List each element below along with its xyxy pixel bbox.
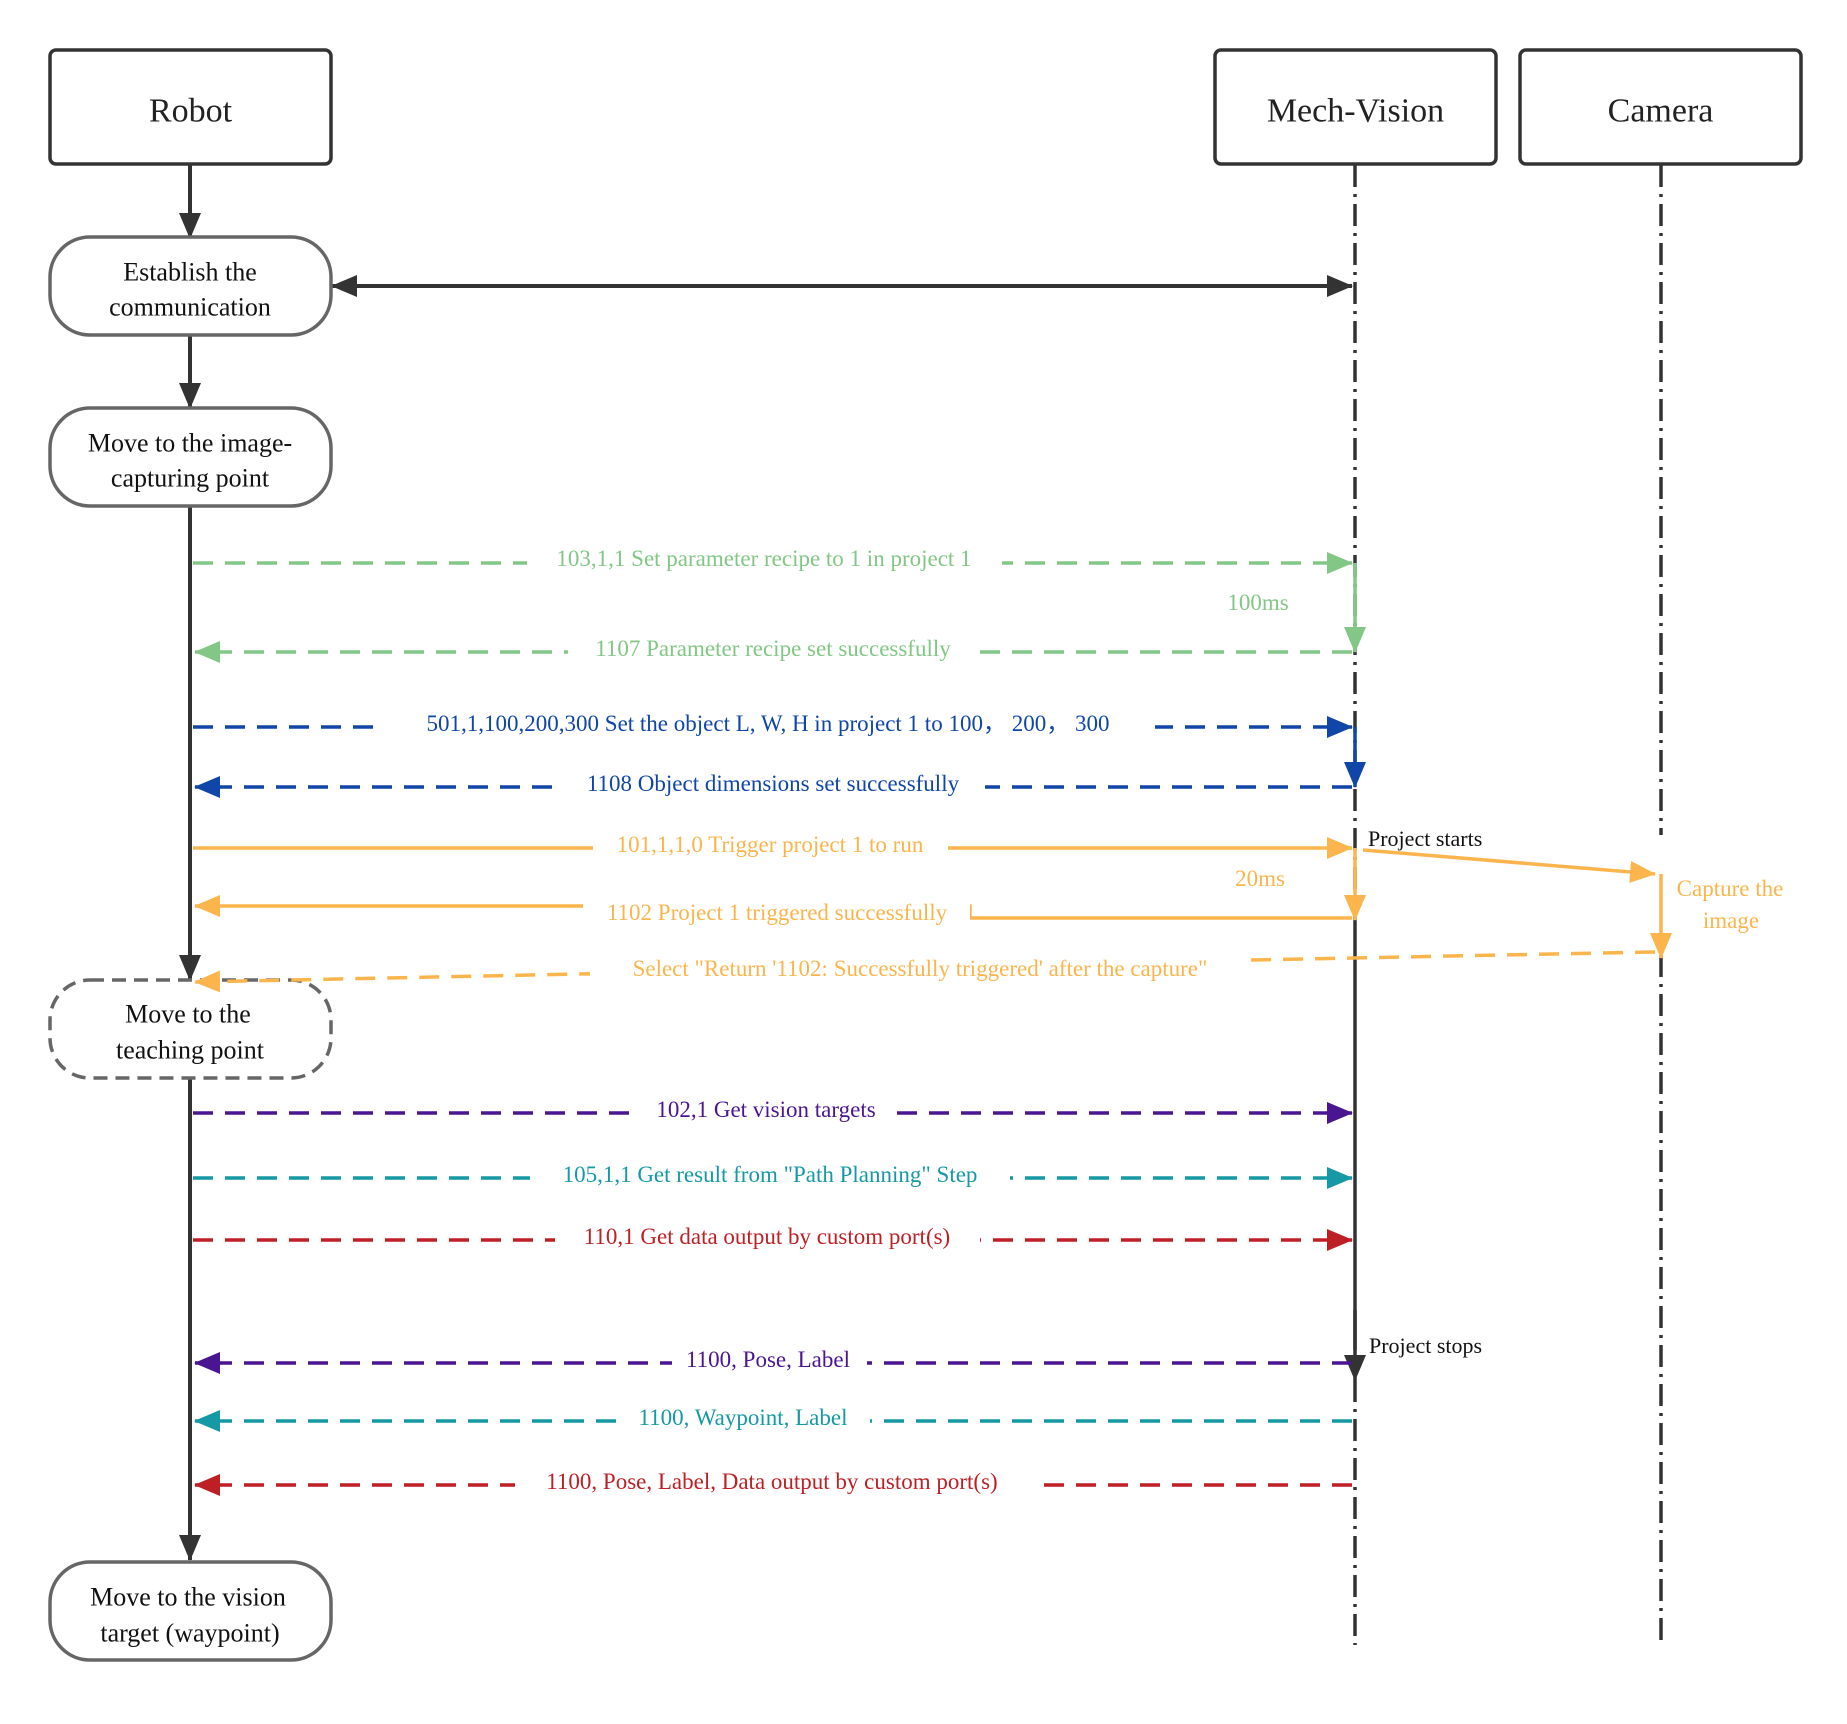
message-get-targets: 102,1 Get vision targets (193, 1097, 1353, 1128)
step-move-to-vision-target: Move to the vision target (waypoint) (48, 1560, 333, 1662)
message-get-custom-label: 110,1 Get data output by custom port(s) (584, 1224, 950, 1249)
message-triggered: 1102 Project 1 triggered successfully (194, 895, 1352, 928)
message-recipe-ok-label: 1107 Parameter recipe set successfully (595, 636, 951, 661)
message-set-dims: 501,1,100,200,300 Set the object L, W, H… (193, 711, 1353, 742)
message-set-recipe: 103,1,1 Set parameter recipe to 1 in pro… (193, 546, 1353, 578)
message-get-path-label: 105,1,1 Get result from "Path Planning" … (563, 1162, 978, 1187)
message-recipe-ok: 1107 Parameter recipe set successfully (194, 636, 1352, 667)
step-capture-line-1: Move to the image- (88, 429, 292, 458)
message-get-custom: 110,1 Get data output by custom port(s) (193, 1224, 1353, 1255)
message-resp-custom-label: 1100, Pose, Label, Data output by custom… (546, 1469, 997, 1494)
mech-vision-title: Mech-Vision (1267, 93, 1444, 130)
camera-title: Camera (1608, 93, 1714, 130)
capture-image-label-1: Capture the (1677, 876, 1784, 901)
message-trigger: 101,1,1,0 Trigger project 1 to run (193, 832, 1353, 863)
message-set-dims-label: 501,1,100,200,300 Set the object L, W, H… (427, 711, 1110, 736)
project-starts-label: Project starts (1368, 826, 1482, 851)
mech-vision-participant: Mech-Vision (1213, 48, 1498, 166)
capture-image-label-2: image (1703, 908, 1759, 933)
step-move-to-capture-point: Move to the image- capturing point (48, 406, 333, 508)
message-return-after-capture-label: Select "Return '1102: Successfully trigg… (633, 956, 1208, 981)
step-teach-line-2: teaching point (116, 1036, 265, 1065)
robot-title: Robot (149, 93, 233, 130)
message-get-path: 105,1,1 Get result from "Path Planning" … (193, 1162, 1353, 1193)
message-resp-pose: 1100, Pose, Label (194, 1347, 1352, 1378)
step-establish-communication: Establish the communication (48, 235, 333, 337)
step-establish-line-2: communication (109, 293, 271, 322)
message-set-recipe-label: 103,1,1 Set parameter recipe to 1 in pro… (556, 546, 971, 571)
step-target-line-1: Move to the vision (90, 1583, 286, 1612)
message-resp-waypoint: 1100, Waypoint, Label (194, 1405, 1352, 1436)
delay-20ms-label: 20ms (1235, 866, 1285, 891)
step-teach-line-1: Move to the (125, 1000, 251, 1029)
message-dims-ok-label: 1108 Object dimensions set successfully (587, 771, 960, 796)
message-dims-ok: 1108 Object dimensions set successfully (194, 771, 1352, 802)
robot-participant: Robot (48, 48, 333, 166)
step-capture-line-2: capturing point (111, 464, 270, 493)
message-return-after-capture: Select "Return '1102: Successfully trigg… (194, 950, 1656, 993)
step-move-to-teaching-point: Move to the teaching point (48, 978, 333, 1080)
capture-request-arrow (1362, 848, 1656, 883)
message-resp-custom: 1100, Pose, Label, Data output by custom… (194, 1469, 1352, 1500)
project-stops-label: Project stops (1369, 1333, 1482, 1358)
message-triggered-label: 1102 Project 1 triggered successfully (607, 900, 948, 925)
camera-participant: Camera (1518, 48, 1803, 166)
step-establish-line-1: Establish the (123, 258, 257, 287)
message-resp-pose-label: 1100, Pose, Label (686, 1347, 850, 1372)
message-get-targets-label: 102,1 Get vision targets (656, 1097, 875, 1122)
message-resp-waypoint-label: 1100, Waypoint, Label (639, 1405, 848, 1430)
delay-100ms-label: 100ms (1227, 590, 1288, 615)
message-trigger-label: 101,1,1,0 Trigger project 1 to run (617, 832, 924, 857)
step-target-line-2: target (waypoint) (100, 1619, 279, 1648)
